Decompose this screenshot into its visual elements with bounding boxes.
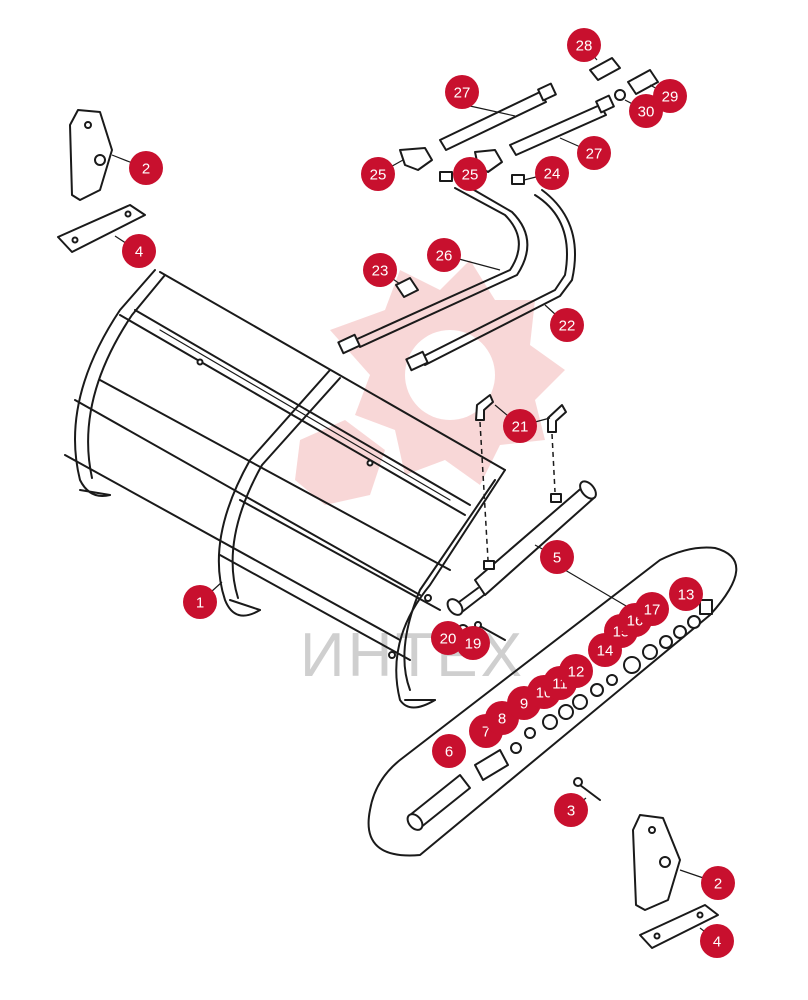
callout-circle [129, 151, 163, 185]
callout-number: 27 [454, 85, 471, 102]
callout-number: 3 [567, 803, 575, 820]
quick-coupler [589, 57, 621, 81]
coupler-body [627, 69, 659, 95]
callout-number: 9 [520, 696, 528, 713]
callout-number: 5 [553, 550, 561, 567]
callout-number: 27 [586, 146, 603, 163]
callout-number: 26 [436, 248, 453, 265]
callout-number: 17 [644, 602, 661, 619]
callout-number: 2 [714, 876, 722, 893]
callout-circle [445, 75, 479, 109]
hydraulic-hose-22 [405, 189, 576, 372]
callout-circle [453, 157, 487, 191]
callout-number: 2 [142, 161, 150, 178]
callout-number: 1 [196, 595, 204, 612]
callout-circle [701, 866, 735, 900]
callout-number: 30 [638, 104, 655, 121]
callout-circle [122, 234, 156, 268]
callout-badge-c25a: 25 [361, 157, 395, 191]
callout-number: 12 [568, 664, 585, 681]
callout-circle [427, 238, 461, 272]
callout-badge-c25b: 25 [453, 157, 487, 191]
callout-circle [431, 621, 465, 655]
callout-number: 25 [370, 167, 387, 184]
callout-number: 13 [678, 587, 695, 604]
callout-number: 19 [465, 636, 482, 653]
callout-number: 8 [498, 711, 506, 728]
callout-circle [577, 136, 611, 170]
elbow-fitting-left [475, 394, 494, 561]
callout-number: 20 [440, 631, 457, 648]
bolt [573, 777, 601, 801]
mounting-bracket-top [69, 109, 113, 201]
mounting-bracket-bottom [632, 814, 681, 911]
callout-number: 29 [662, 89, 679, 106]
callout-circle [535, 156, 569, 190]
callout-number: 4 [713, 934, 721, 951]
callout-number: 28 [576, 38, 593, 55]
callout-circle [361, 157, 395, 191]
hydraulic-pipe-upper [439, 82, 557, 151]
callout-badge-c13: 13 [669, 577, 703, 611]
mounting-plate-bottom [639, 904, 719, 949]
callout-circle [540, 540, 574, 574]
callout-badge-c27b: 27 [577, 136, 611, 170]
callout-number: 22 [559, 318, 576, 335]
callout-number: 23 [372, 263, 389, 280]
callout-circle [629, 94, 663, 128]
bucket-grab-frame [64, 269, 506, 709]
callout-badges: 1223445678910111214151617131920212223242… [122, 28, 735, 958]
callout-badge-c2a: 2 [129, 151, 163, 185]
callout-badge-c27a: 27 [445, 75, 479, 109]
callout-badge-c5: 5 [540, 540, 574, 574]
callout-badge-c6: 6 [432, 734, 466, 768]
callout-number: 25 [462, 167, 479, 184]
tee-fitting-left [399, 147, 433, 171]
callout-badge-c23: 23 [363, 253, 397, 287]
callout-badge-c4b: 4 [700, 924, 734, 958]
hydraulic-pipe-lower [509, 94, 615, 156]
o-ring [614, 89, 626, 101]
callout-badge-c21: 21 [503, 409, 537, 443]
callout-badge-c24: 24 [535, 156, 569, 190]
callout-circle [503, 409, 537, 443]
callout-badge-c12: 12 [559, 654, 593, 688]
callout-circle [700, 924, 734, 958]
hydraulic-cylinder [446, 480, 597, 616]
callout-number: 21 [512, 419, 529, 436]
callout-circle [669, 577, 703, 611]
callout-badge-c20: 20 [431, 621, 465, 655]
callout-badge-c28: 28 [567, 28, 601, 62]
callout-circle [432, 734, 466, 768]
elbow-fitting-right [547, 404, 567, 493]
callout-number: 4 [135, 244, 143, 261]
callout-badge-c30: 30 [629, 94, 663, 128]
callout-badge-c26: 26 [427, 238, 461, 272]
callout-circle [183, 585, 217, 619]
callout-number: 14 [597, 643, 614, 660]
callout-number: 6 [445, 744, 453, 761]
hose-clamp [395, 277, 419, 298]
mounting-plate-top [57, 204, 146, 253]
callout-circle [554, 793, 588, 827]
callout-badge-c1: 1 [183, 585, 217, 619]
watermark-logo: ИНТЕХ [295, 260, 565, 690]
callout-leaders [111, 44, 719, 942]
callout-badge-c2b: 2 [701, 866, 735, 900]
callout-circle [559, 654, 593, 688]
callout-badge-c17: 17 [635, 592, 669, 626]
callout-badge-c4a: 4 [122, 234, 156, 268]
hydraulic-hose-26 [337, 182, 529, 355]
callout-number: 7 [482, 724, 490, 741]
callout-badge-c3: 3 [554, 793, 588, 827]
callout-number: 24 [544, 166, 561, 183]
callout-circle [567, 28, 601, 62]
callout-circle [635, 592, 669, 626]
cylinder-parts-capsule [367, 546, 738, 857]
callout-circle [363, 253, 397, 287]
callout-circle [550, 308, 584, 342]
callout-badge-c22: 22 [550, 308, 584, 342]
